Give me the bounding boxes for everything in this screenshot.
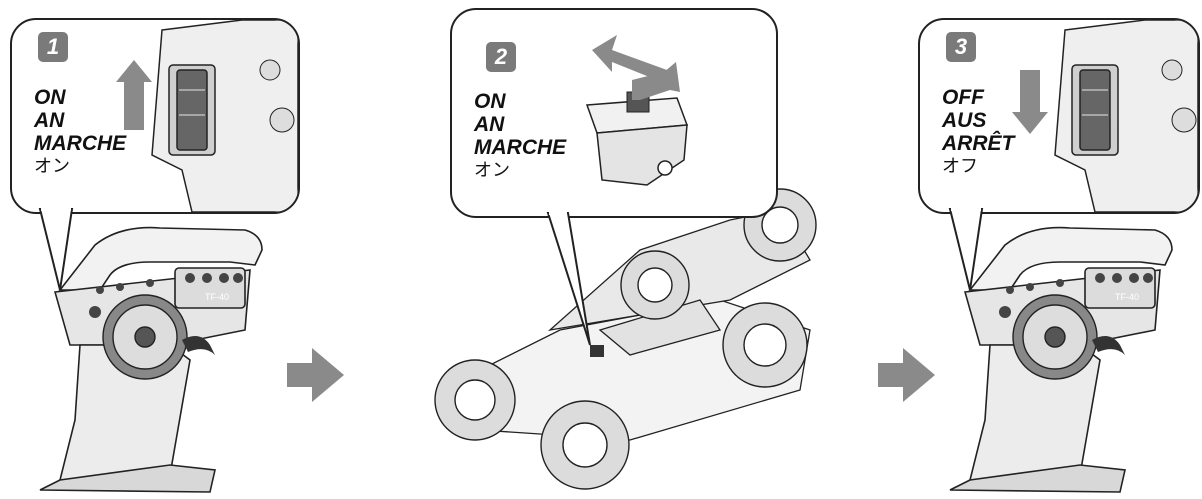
step-1-panel: TF-40 1 ON AN MARCHE オン	[0, 0, 300, 499]
callout-pointer	[400, 0, 820, 499]
callout-pointer	[910, 0, 1202, 499]
step-3-panel: TF-40 3 OFF AUS ARRÊT オフ	[910, 0, 1202, 499]
right-arrow-icon	[282, 345, 352, 405]
step-2-panel: 2 ON AN MARCHE オン	[400, 0, 820, 499]
callout-pointer	[0, 0, 300, 499]
